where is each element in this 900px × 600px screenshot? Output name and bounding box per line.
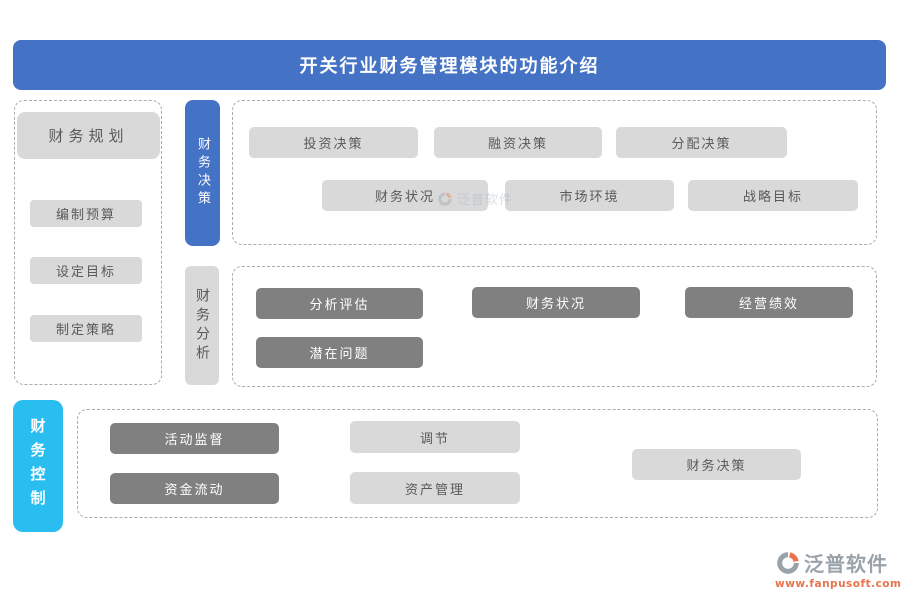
node-strategic-goal: 战略目标 [688, 180, 858, 211]
fanpu-logo-icon [775, 550, 801, 576]
node-financing-decision: 融资决策 [434, 127, 602, 158]
node-activity-supervision: 活动监督 [110, 423, 279, 454]
node-budgeting: 编制预算 [30, 200, 142, 227]
node-financial-status-decision: 财务状况 [322, 180, 488, 211]
node-analysis-evaluation: 分析评估 [256, 288, 423, 319]
node-potential-problem: 潜在问题 [256, 337, 423, 368]
analysis-panel [232, 266, 877, 387]
node-financial-status-analysis: 财务状况 [472, 287, 640, 318]
node-financial-decision: 财务决策 [632, 449, 801, 480]
fanpu-logo-url: www.fanpusoft.com [775, 578, 900, 590]
planning-header: 财务规划 [17, 112, 160, 159]
tab-financial-decision: 财务决策 [185, 100, 220, 246]
node-operating-performance: 经营绩效 [685, 287, 853, 318]
tab-financial-control: 财务控制 [13, 400, 63, 532]
fanpu-logo: 泛普软件 www.fanpusoft.com [775, 548, 900, 590]
node-strategy-making: 制定策略 [30, 315, 142, 342]
fanpu-logo-text: 泛普软件 [804, 552, 888, 576]
node-market-environment: 市场环境 [505, 180, 674, 211]
node-capital-flow: 资金流动 [110, 473, 279, 504]
tab-financial-analysis: 财务分析 [185, 266, 219, 385]
decision-panel [232, 100, 877, 245]
node-asset-management: 资产管理 [350, 472, 520, 504]
node-adjustment: 调节 [350, 421, 520, 453]
node-investment-decision: 投资决策 [249, 127, 418, 158]
node-distribution-decision: 分配决策 [616, 127, 787, 158]
node-goal-setting: 设定目标 [30, 257, 142, 284]
title-bar: 开关行业财务管理模块的功能介绍 [13, 40, 886, 90]
